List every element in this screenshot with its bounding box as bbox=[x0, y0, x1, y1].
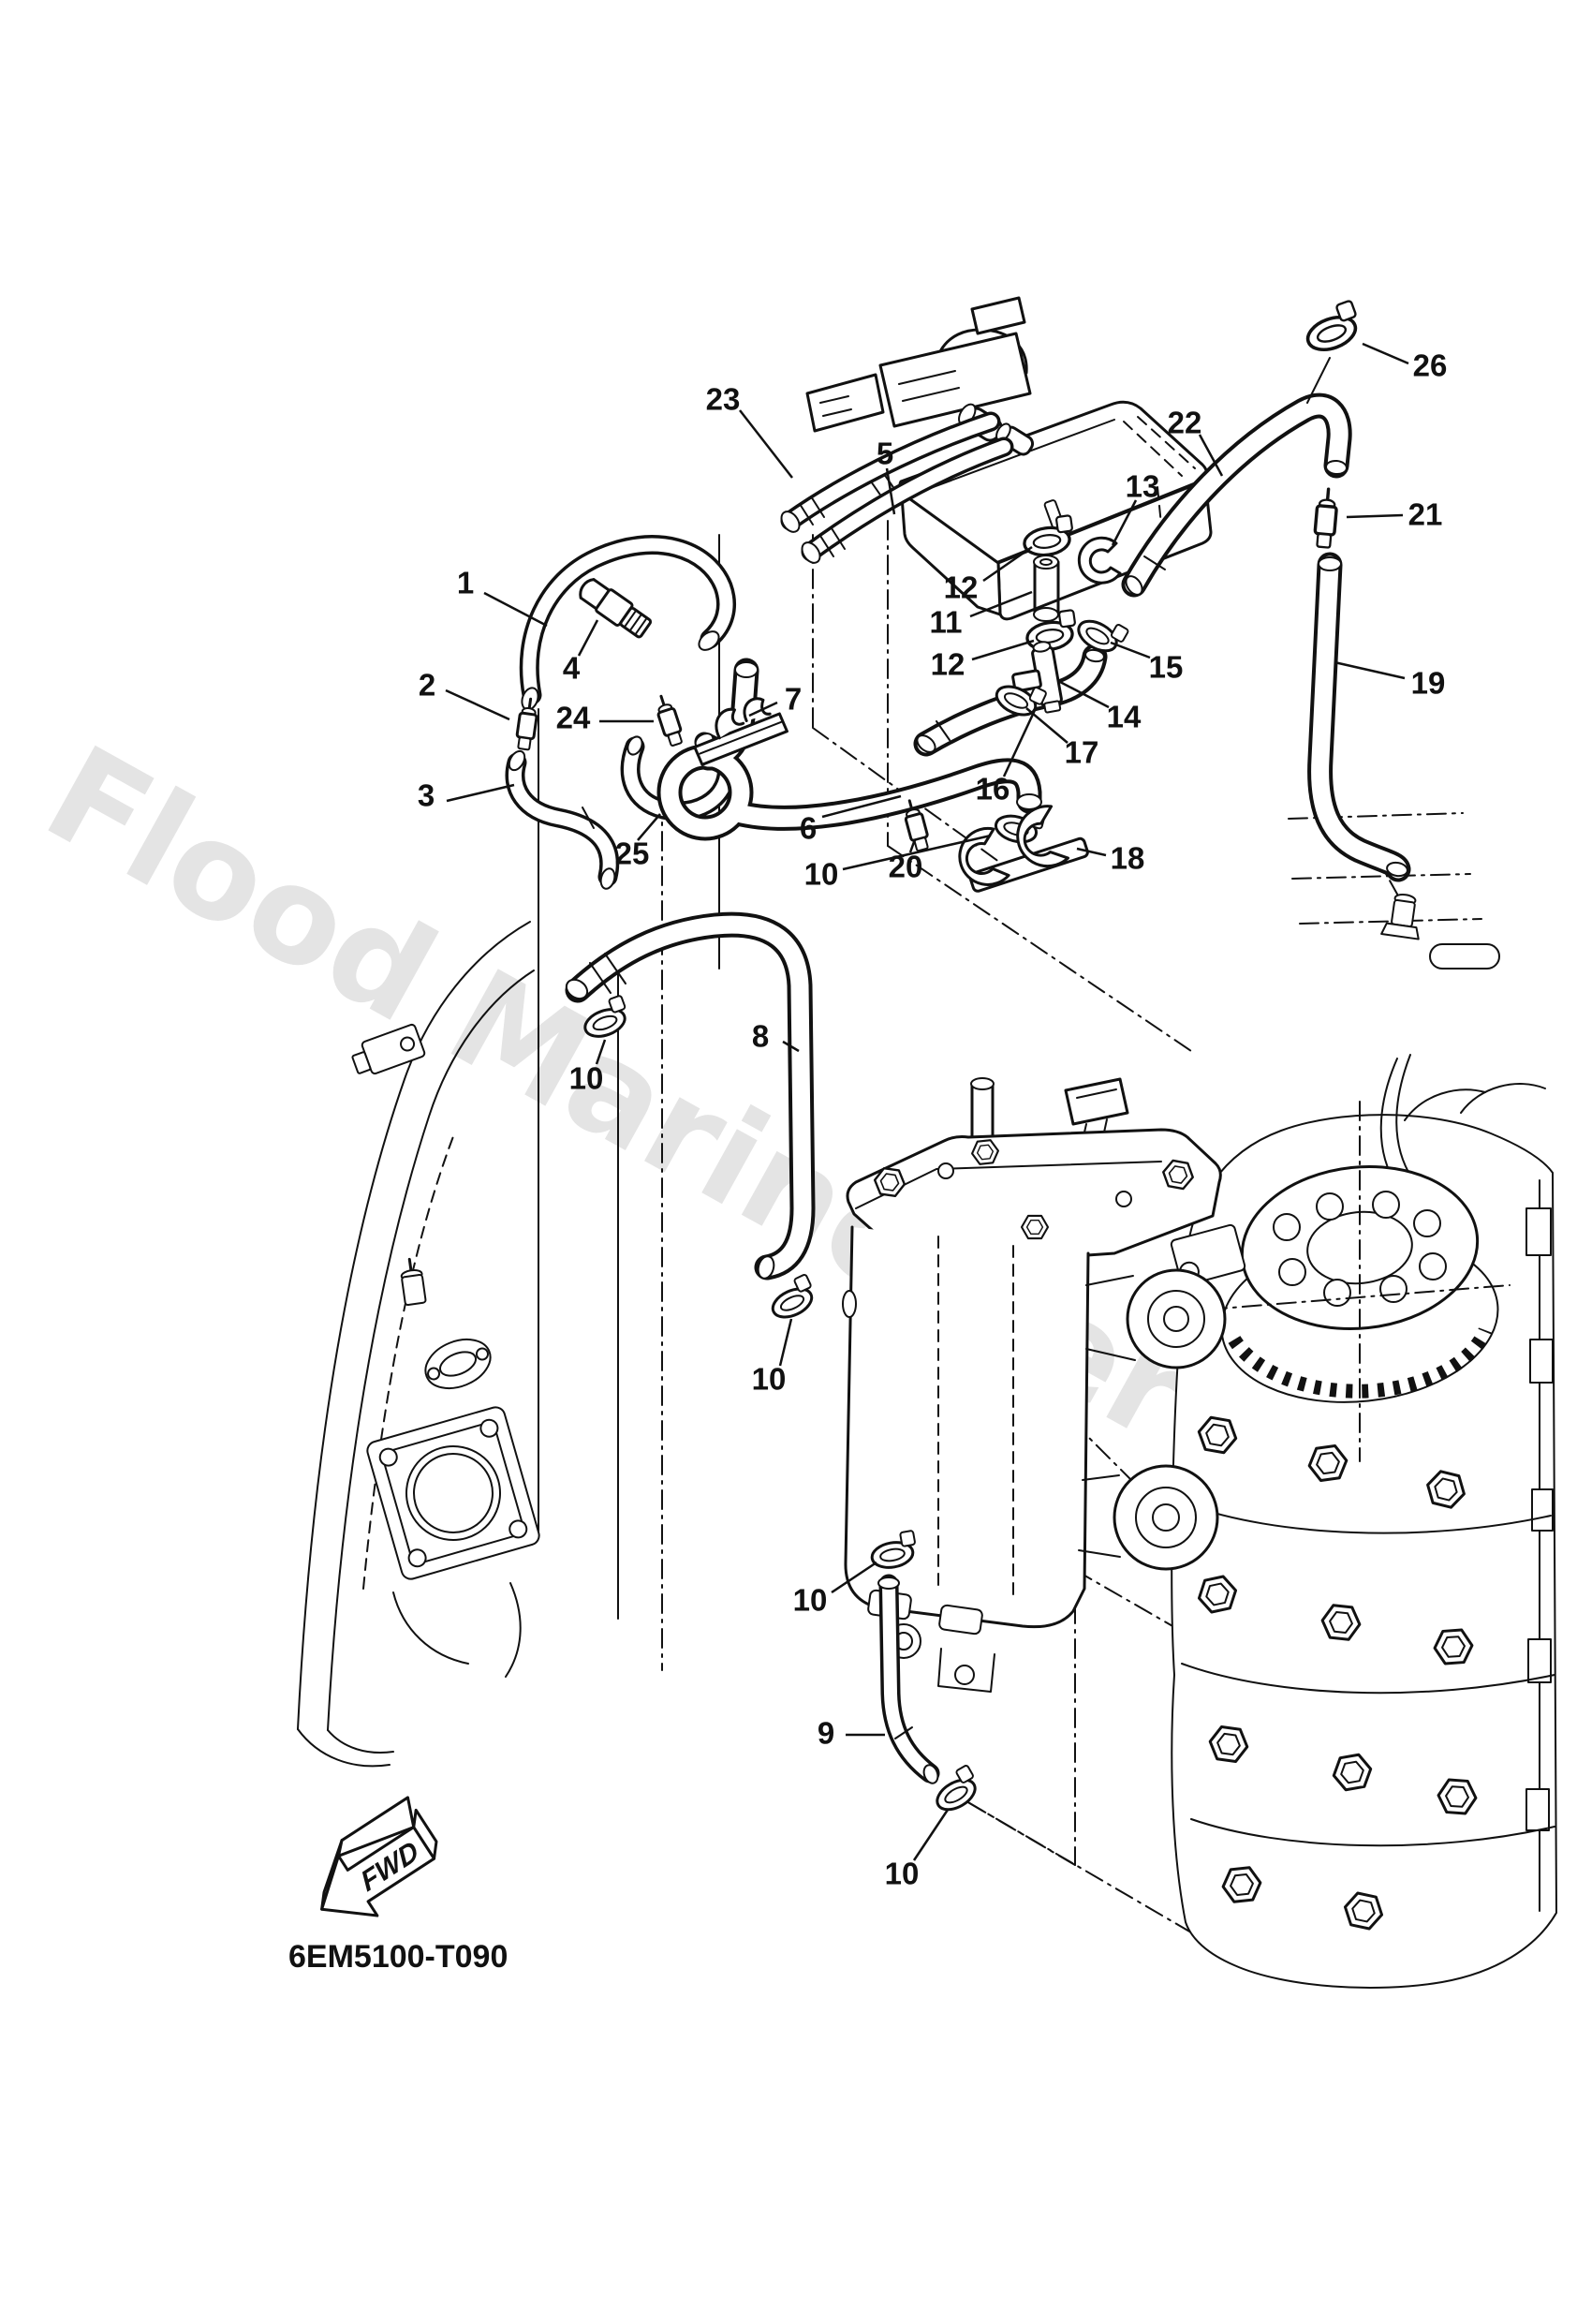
leader-line-15 bbox=[1110, 641, 1151, 659]
callout-10: 10 bbox=[569, 1061, 604, 1096]
callout-13: 13 bbox=[1126, 469, 1160, 504]
callout-8: 8 bbox=[752, 1019, 769, 1054]
leader-line-7 bbox=[748, 701, 778, 718]
hose-8 bbox=[565, 911, 816, 1280]
callout-5: 5 bbox=[877, 437, 893, 471]
manifold-bracket bbox=[351, 1023, 426, 1075]
gasket-oval bbox=[424, 1338, 492, 1390]
leader-line-16 bbox=[1002, 707, 1038, 777]
leader-line-10 bbox=[778, 1318, 793, 1367]
leader-line-6 bbox=[821, 794, 902, 819]
leader-line-11 bbox=[969, 590, 1033, 618]
tube-11 bbox=[1033, 555, 1060, 622]
leader-line-21 bbox=[1346, 513, 1404, 519]
leader-line-14 bbox=[1059, 680, 1110, 709]
solenoid-valve bbox=[805, 296, 1035, 456]
intake-manifold-outline bbox=[297, 921, 540, 1768]
leader-line-20 bbox=[908, 838, 917, 853]
callout-6: 6 bbox=[800, 811, 817, 846]
clip-4 bbox=[579, 578, 653, 639]
leader-line-25 bbox=[637, 813, 661, 841]
hose-19 bbox=[1307, 552, 1411, 882]
drain-fitting bbox=[1380, 893, 1420, 940]
callout-16: 16 bbox=[976, 772, 1010, 807]
fuel-vapor-separator bbox=[842, 1077, 1227, 1693]
leader-line-10 bbox=[595, 1039, 607, 1065]
leader-line-23 bbox=[739, 409, 793, 479]
separator-port-lower bbox=[1078, 1464, 1219, 1571]
callout-20: 20 bbox=[889, 850, 923, 884]
leader-line-13 bbox=[1111, 499, 1138, 546]
leader-line-26 bbox=[1362, 342, 1409, 365]
leader-line-12 bbox=[971, 639, 1035, 661]
callout-12: 12 bbox=[931, 647, 965, 682]
callout-18: 18 bbox=[1111, 841, 1145, 876]
callout-21: 21 bbox=[1408, 497, 1443, 532]
leader-line-1 bbox=[483, 591, 548, 628]
callout-10: 10 bbox=[793, 1583, 828, 1618]
leader-line-22 bbox=[1198, 434, 1224, 477]
callout-2: 2 bbox=[419, 668, 435, 703]
leader-line-18 bbox=[1076, 847, 1107, 857]
callout-19: 19 bbox=[1411, 666, 1446, 701]
manifold-plug bbox=[400, 1257, 427, 1307]
mount-pad bbox=[1429, 943, 1500, 970]
callout-15: 15 bbox=[1149, 650, 1184, 685]
throttle-flange bbox=[366, 1406, 540, 1580]
callout-11: 11 bbox=[930, 605, 963, 640]
callout-14: 14 bbox=[1107, 700, 1142, 734]
tube-9 bbox=[877, 1574, 940, 1784]
separator-connector bbox=[1064, 1077, 1129, 1146]
holder-18 bbox=[958, 805, 1089, 893]
engine-block bbox=[1170, 893, 1557, 1989]
leader-line-5 bbox=[885, 467, 896, 515]
clip-7 bbox=[693, 697, 788, 766]
leader-line-10 bbox=[831, 1561, 877, 1594]
callout-22: 22 bbox=[1168, 406, 1202, 440]
fwd-arrow-icon: FWD bbox=[320, 1796, 438, 1917]
callout-4: 4 bbox=[563, 651, 581, 686]
leader-line-3 bbox=[446, 783, 515, 803]
drawing-code: 6EM5100-T090 bbox=[288, 1939, 508, 1975]
leader-line-8 bbox=[782, 1040, 800, 1053]
callout-10: 10 bbox=[752, 1362, 787, 1397]
separator-port-upper bbox=[1085, 1268, 1227, 1369]
callout-10: 10 bbox=[804, 857, 839, 892]
hose-23 bbox=[780, 411, 1014, 564]
callout-10: 10 bbox=[885, 1857, 920, 1891]
callout-7: 7 bbox=[785, 682, 802, 717]
callout-25: 25 bbox=[615, 836, 650, 871]
callout-9: 9 bbox=[818, 1716, 834, 1751]
hose-3 bbox=[505, 749, 620, 890]
leader-line-19 bbox=[1334, 660, 1406, 680]
callout-1: 1 bbox=[457, 566, 474, 600]
callout-17: 17 bbox=[1065, 735, 1099, 770]
leader-line-17 bbox=[1025, 707, 1069, 744]
callout-24: 24 bbox=[556, 701, 591, 735]
leader-line-10 bbox=[912, 1809, 950, 1861]
hose-22 bbox=[1121, 357, 1352, 598]
callout-26: 26 bbox=[1413, 348, 1448, 383]
leader-line-2 bbox=[445, 688, 510, 721]
callout-3: 3 bbox=[418, 778, 435, 813]
leader-line-10 bbox=[842, 834, 992, 871]
leader-line-12 bbox=[982, 545, 1033, 583]
leader-line-4 bbox=[577, 619, 599, 657]
callout-12: 12 bbox=[944, 570, 979, 605]
clip-13 bbox=[1077, 536, 1122, 585]
callout-23: 23 bbox=[706, 382, 741, 417]
